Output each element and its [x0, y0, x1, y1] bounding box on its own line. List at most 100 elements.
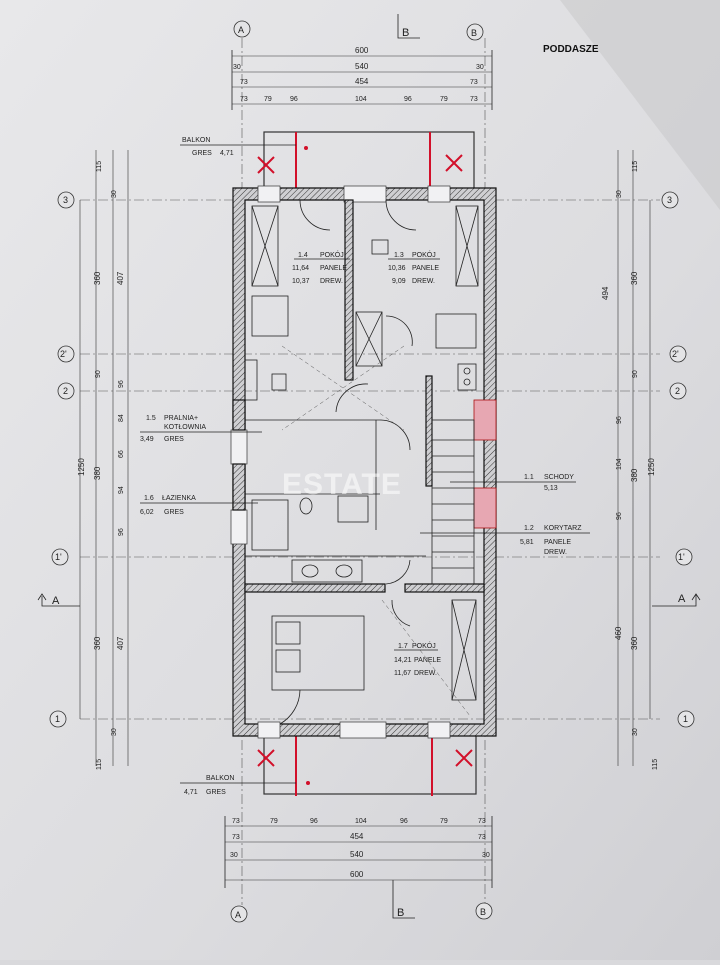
svg-text:30: 30: [482, 852, 490, 859]
svg-text:1.5: 1.5: [146, 415, 156, 422]
axis-label-b-top: B: [471, 28, 477, 38]
svg-text:PANELE: PANELE: [414, 657, 441, 664]
svg-text:B: B: [402, 27, 409, 39]
svg-text:104: 104: [616, 458, 623, 470]
axis-label-2p-right: 2': [672, 349, 679, 359]
svg-text:14,21: 14,21: [394, 657, 412, 664]
dimensions-bottom: 73 79 96 104 96 79 73 73 454 73 30 540 3…: [224, 816, 493, 888]
label-schody: 1.1 SCHODY 5,13: [450, 474, 576, 492]
svg-text:5,81: 5,81: [520, 539, 534, 546]
svg-text:90: 90: [632, 370, 639, 378]
axis-label-b-bottom: B: [480, 907, 486, 917]
svg-text:380: 380: [630, 468, 639, 482]
axis-label-1-right: 1: [683, 714, 688, 724]
svg-text:96: 96: [616, 416, 623, 424]
axis-markers-right: 3 2' 2 1' 1: [661, 191, 695, 728]
svg-text:96: 96: [400, 818, 408, 825]
axis-label-3-right: 3: [667, 195, 672, 205]
axis-label-2-right: 2: [675, 386, 680, 396]
svg-text:ŁAZIENKA: ŁAZIENKA: [162, 495, 196, 502]
section-marker-a-right: A: [652, 593, 701, 607]
label-balkon-bottom: BALKON 4,71 GRES: [180, 775, 296, 796]
svg-text:A: A: [52, 595, 60, 607]
furniture: [251, 199, 479, 725]
svg-text:96: 96: [118, 380, 125, 388]
axis-label-3-left: 3: [63, 195, 68, 205]
svg-text:POKÓJ: POKÓJ: [412, 250, 436, 259]
svg-text:30: 30: [632, 728, 639, 736]
svg-text:79: 79: [264, 96, 272, 103]
svg-text:494: 494: [601, 286, 610, 300]
svg-text:1.6: 1.6: [144, 495, 154, 502]
svg-text:1.7: 1.7: [398, 643, 408, 650]
svg-text:380: 380: [93, 466, 102, 480]
svg-text:GRES: GRES: [164, 509, 184, 516]
watermark-text: ESTATE: [282, 468, 402, 501]
dimensions-left: 115 30 360 407 90 96 84 66 380 94 96 360…: [77, 150, 129, 770]
svg-text:POKÓJ: POKÓJ: [412, 641, 436, 650]
label-pralnia: 1.5 PRALNIA+ KOTŁOWNIA 3,49 GRES: [140, 415, 262, 443]
svg-text:73: 73: [478, 834, 486, 841]
room-label-1-3: 1.3 POKÓJ 10,36 PANELE 9,09 DREW.: [388, 250, 440, 285]
dim-left-total: 1250: [77, 458, 86, 476]
windows: [230, 185, 497, 739]
svg-text:PANELE: PANELE: [412, 265, 439, 272]
exterior-walls: [232, 187, 497, 737]
stairs: [431, 419, 475, 585]
section-marker-b-bottom: B: [392, 880, 415, 919]
svg-text:5,13: 5,13: [544, 485, 558, 492]
svg-text:DREW.: DREW.: [544, 549, 567, 556]
section-marker-b-top: B: [397, 14, 420, 39]
room-label-1-4: 1.4 POKÓJ 11,64 PANELE 10,37 DREW.: [292, 250, 350, 285]
svg-text:GRES: GRES: [206, 789, 226, 796]
svg-text:KORYTARZ: KORYTARZ: [544, 525, 582, 532]
svg-text:84: 84: [118, 414, 125, 422]
svg-text:11,64: 11,64: [292, 265, 309, 272]
dim-top-inner: 540: [355, 62, 369, 71]
dim-top-clear: 454: [355, 77, 369, 86]
svg-text:30: 30: [476, 64, 484, 71]
svg-text:11,67: 11,67: [394, 670, 411, 677]
svg-text:30: 30: [616, 190, 623, 198]
svg-text:PANELE: PANELE: [544, 539, 571, 546]
svg-text:96: 96: [290, 96, 298, 103]
svg-text:115: 115: [652, 759, 659, 770]
axis-label-2p-left: 2': [60, 349, 67, 359]
svg-text:104: 104: [355, 818, 367, 825]
svg-text:96: 96: [616, 512, 623, 520]
svg-text:66: 66: [118, 450, 125, 458]
svg-text:PRALNIA+: PRALNIA+: [164, 415, 198, 422]
svg-text:360: 360: [630, 636, 639, 650]
svg-text:A: A: [678, 593, 686, 605]
svg-text:30: 30: [111, 728, 118, 736]
svg-text:10,36: 10,36: [388, 265, 406, 272]
sheet-title: PODDASZE: [543, 44, 599, 55]
svg-text:1.4: 1.4: [298, 252, 308, 259]
svg-text:79: 79: [440, 818, 448, 825]
svg-text:PANELE: PANELE: [320, 265, 347, 272]
axis-label-1p-left: 1': [55, 552, 62, 562]
dim-bottom-clear: 454: [350, 832, 364, 841]
section-marker-a-left: A: [37, 593, 80, 607]
svg-text:73: 73: [478, 818, 486, 825]
axis-label-1-left: 1: [55, 714, 60, 724]
svg-text:96: 96: [118, 528, 125, 536]
svg-text:GRES: GRES: [192, 150, 212, 157]
svg-text:90: 90: [95, 370, 102, 378]
dimensions-right: 115 30 360 494 90 96 104 380 96 460 360 …: [601, 150, 659, 770]
svg-text:104: 104: [355, 96, 367, 103]
svg-text:30: 30: [111, 190, 118, 198]
svg-text:407: 407: [116, 636, 125, 650]
svg-text:115: 115: [96, 759, 103, 770]
axis-markers-bottom: A B: [230, 902, 493, 923]
svg-text:115: 115: [96, 161, 103, 172]
svg-text:360: 360: [630, 271, 639, 285]
axis-label-1p-right: 1': [678, 552, 685, 562]
svg-text:73: 73: [232, 818, 240, 825]
paper-shadow: [560, 0, 720, 210]
svg-text:1.3: 1.3: [394, 252, 404, 259]
svg-text:B: B: [397, 907, 404, 919]
dim-bottom-total: 600: [350, 870, 364, 879]
